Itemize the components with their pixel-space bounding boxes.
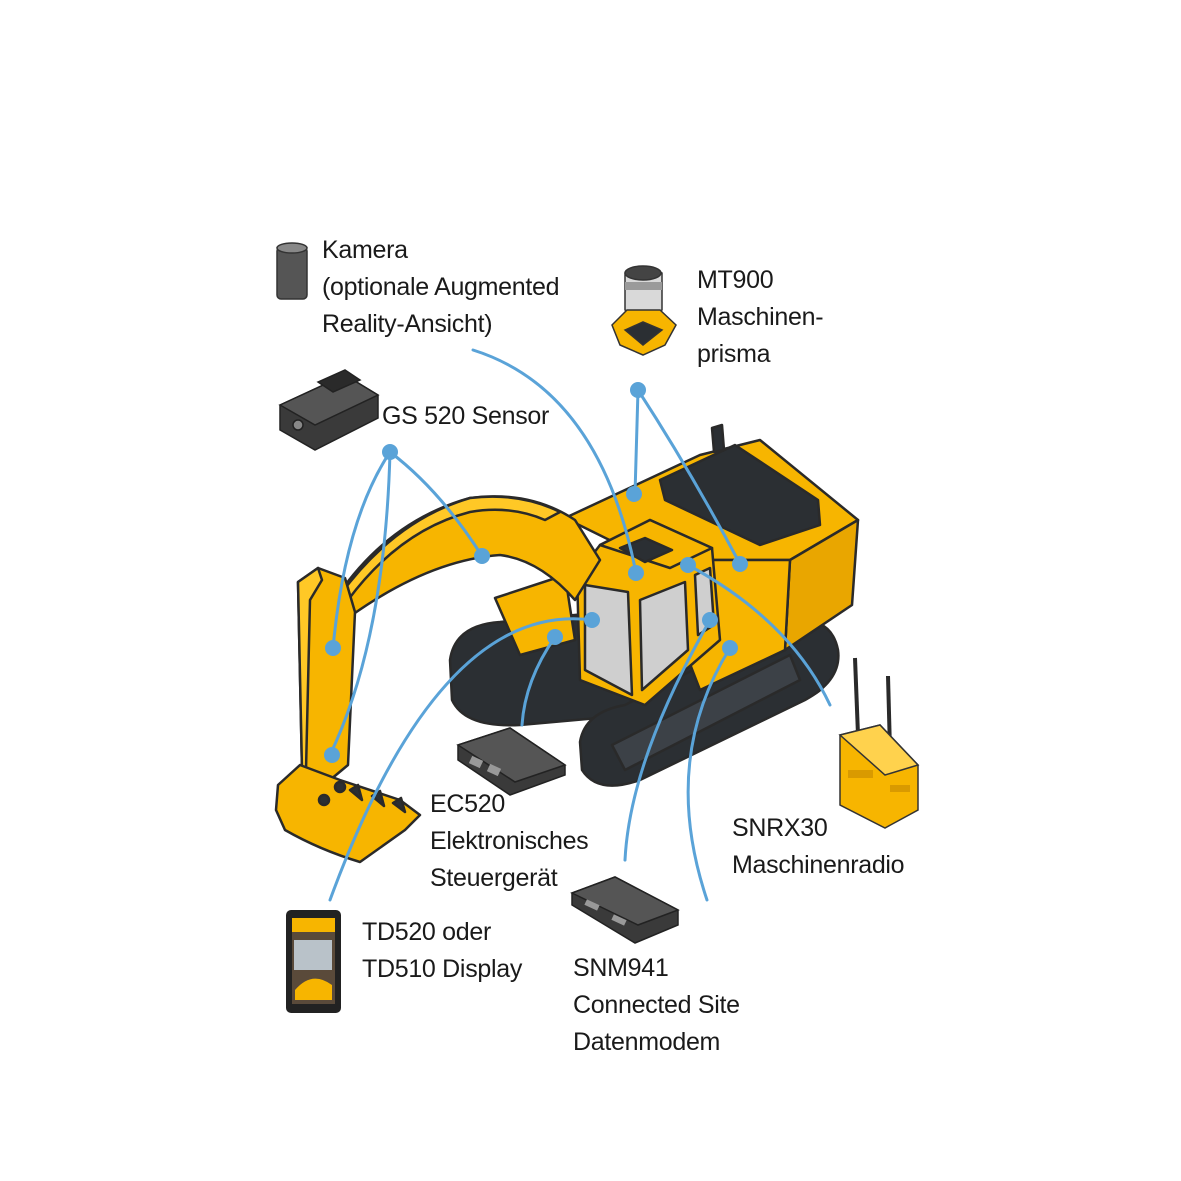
label-snrx30-line-2: Maschinenradio	[732, 851, 905, 879]
leader-lines	[328, 348, 832, 902]
label-snm941-line-2: Connected Site	[573, 991, 740, 1019]
label-kamera-line-1: Kamera	[322, 236, 408, 264]
dot-gs520-top	[382, 444, 398, 460]
leader-td520	[328, 617, 594, 902]
cab-windshield	[583, 583, 634, 697]
front-track-face	[610, 653, 802, 772]
dot-cab-roof	[628, 565, 644, 581]
label-snm941-line-3: Datenmodem	[573, 1028, 721, 1056]
label-ec520-line-2: Elektronisches	[430, 827, 589, 855]
cab-side-window	[638, 580, 690, 692]
label-kamera: Kamera (optionale Augmented Reality-Ansi…	[322, 232, 560, 343]
label-snm941: SNM941 Connected Site Datenmodem	[573, 950, 740, 1061]
exhaust-pipe	[710, 423, 726, 454]
dot-mt900-top	[630, 382, 646, 398]
label-kamera-line-3: Reality-Ansicht)	[322, 310, 493, 338]
bucket	[274, 763, 422, 864]
label-td520: TD520 oder TD510 Display	[362, 914, 522, 988]
leader-snm941	[623, 618, 712, 862]
dot-cab-inside	[584, 612, 600, 628]
dot-cab-floor	[547, 629, 563, 645]
label-kamera-line-2: (optionale Augmented	[322, 273, 560, 301]
display-tablet-icon	[286, 910, 341, 1013]
sensor-icon	[278, 369, 380, 451]
label-snm941-line-1: SNM941	[573, 954, 669, 982]
leader-lower	[686, 646, 732, 902]
dot-boom	[474, 548, 490, 564]
label-ec520-line-1: EC520	[430, 790, 505, 818]
leader-dots	[324, 382, 748, 763]
leader-ec520	[520, 635, 557, 727]
label-mt900: MT900 Maschinen- prisma	[697, 262, 824, 373]
leader-kamera	[471, 348, 638, 575]
label-mt900-line-2: Maschinen-	[697, 303, 824, 331]
label-td520-line-1: TD520 oder	[362, 918, 492, 946]
leader-snrx30-a	[686, 563, 832, 707]
engine-hood	[658, 443, 822, 547]
label-gs520-line-1: GS 520 Sensor	[382, 402, 550, 430]
label-ec520-line-3: Steuergerät	[430, 864, 558, 892]
label-gs520: GS 520 Sensor	[382, 398, 549, 435]
leader-gs520-a	[388, 450, 484, 558]
bucket-pin	[317, 793, 331, 807]
bucket-sensor	[333, 780, 347, 794]
dot-body	[722, 640, 738, 656]
label-snrx30: SNRX30 Maschinenradio	[732, 810, 905, 884]
label-ec520: EC520 Elektronisches Steuergerät	[430, 786, 589, 897]
boom	[336, 495, 602, 617]
label-mt900-line-3: prisma	[697, 340, 771, 368]
control-unit-icon	[456, 727, 567, 796]
label-snrx30-line-1: SNRX30	[732, 814, 828, 842]
dot-stick-upper	[325, 640, 341, 656]
leader-mt900-b	[636, 388, 742, 566]
dot-hood	[732, 556, 748, 572]
leader-mt900-a	[633, 388, 640, 496]
camera-icon	[276, 242, 308, 300]
dot-cab-corner	[680, 557, 696, 573]
prism-icon	[611, 265, 677, 356]
dot-cab-rear	[702, 612, 718, 628]
dot-housing	[626, 486, 642, 502]
radio-icon	[838, 657, 920, 829]
label-mt900-line-1: MT900	[697, 266, 774, 294]
label-td520-line-2: TD510 Display	[362, 955, 523, 983]
cab-roof-window	[618, 536, 674, 564]
leader-gs520-b	[331, 450, 392, 650]
modem-icon	[570, 876, 680, 944]
dot-stick-lower	[324, 747, 340, 763]
leader-gs520-c	[328, 450, 392, 757]
